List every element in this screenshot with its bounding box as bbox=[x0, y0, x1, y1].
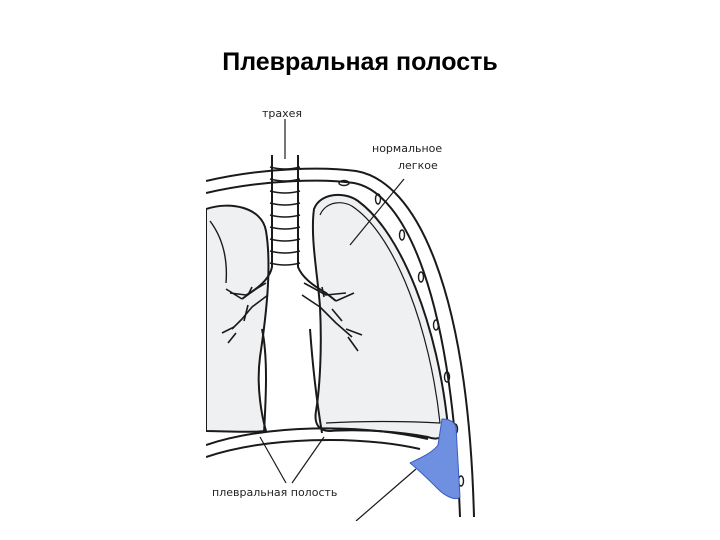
normal-lung bbox=[311, 193, 449, 440]
left-bronchus bbox=[221, 282, 269, 344]
mediastinum-left bbox=[261, 328, 267, 434]
diaphragm-lower bbox=[206, 439, 421, 458]
pointer-pleura-left bbox=[259, 436, 287, 484]
mediastinum-right bbox=[309, 328, 323, 434]
label-normal-lung-line2: легкое bbox=[398, 159, 438, 172]
diaphragm-upper bbox=[206, 427, 429, 446]
pointer-fluid bbox=[355, 468, 417, 521]
pointer-normal-lung bbox=[349, 178, 405, 246]
label-pleural-cavity: плевральная полость bbox=[212, 486, 337, 499]
label-normal-lung-line1: нормальное bbox=[372, 142, 442, 155]
left-lung bbox=[206, 204, 270, 433]
chest-wall-outer bbox=[206, 167, 475, 518]
pleural-fluid bbox=[409, 418, 461, 500]
label-trachea: трахея bbox=[262, 107, 302, 120]
left-lung-inner-fold bbox=[209, 220, 228, 284]
right-bronchus bbox=[301, 282, 363, 352]
trachea bbox=[241, 155, 337, 302]
normal-lung-pleura bbox=[319, 202, 441, 424]
pleural-cavity-diagram: трахея нормальное легкое плевральная пол… bbox=[206, 97, 480, 521]
chest-wall-inner bbox=[206, 179, 461, 518]
slide-title: Плевральная полость bbox=[222, 48, 498, 76]
diagram-svg: трахея нормальное легкое плевральная пол… bbox=[206, 107, 475, 521]
pointer-pleura-right bbox=[291, 436, 325, 484]
